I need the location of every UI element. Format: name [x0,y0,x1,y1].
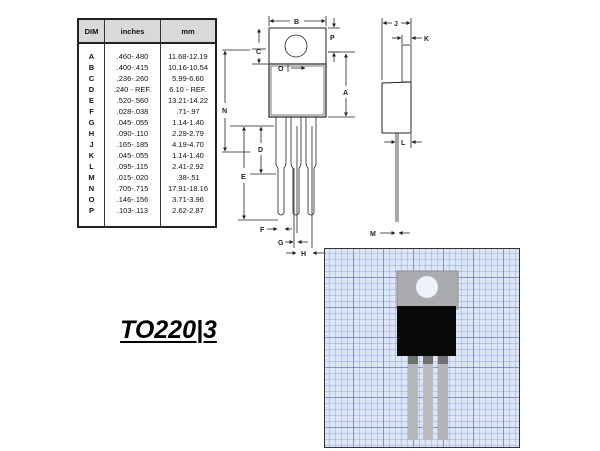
cell-dim: O [88,195,95,204]
cell-dim: P [88,206,94,215]
svg-text:G: G [278,240,284,247]
svg-text:F: F [260,227,265,234]
inches-column: .460-.480 .400-.415 .236-.260 .240 - REF. .5… [105,44,161,228]
cell-mm: 2.62-2.87 [172,206,204,215]
svg-text:L: L [401,140,406,147]
cell-inches: .520-.560 [116,96,149,105]
cell-mm: .38-.51 [176,173,200,182]
component-photo [324,248,520,448]
cell-inches: .045-.055 [116,151,149,160]
cell-mm: 10.16-10.54 [167,63,209,72]
header-inches: inches [105,20,161,42]
cell-dim: N [88,184,95,193]
header-mm: mm [181,26,195,36]
cell-inches: .165-.185 [116,140,149,149]
package-title: TO220|3 [120,316,217,344]
cell-mm: 2.41-2.92 [172,162,204,171]
svg-text:K: K [424,36,429,43]
cell-dim: G [88,118,95,127]
cell-inches: .090-.110 [116,129,149,138]
svg-text:D: D [258,147,263,154]
cell-inches: .400-.415 [116,63,149,72]
cell-inches: .240 - REF. [113,85,152,94]
svg-text:B: B [294,19,299,26]
cell-dim: A [88,52,95,61]
cell-dim: K [88,151,95,160]
svg-text:P: P [330,35,335,42]
side-view: J K L M [370,18,429,238]
header-dim: DIM [79,20,105,42]
svg-text:C: C [256,49,261,56]
cell-mm: .71-.97 [176,107,200,116]
svg-text:H: H [301,251,306,258]
cell-dim: C [88,74,95,83]
cell-inches: .460-.480 [116,52,149,61]
svg-text:A: A [343,90,348,97]
svg-text:N: N [222,108,227,115]
cell-inches: .028-.038 [116,107,149,116]
cell-mm: 3.71-3.96 [172,195,204,204]
cell-dim: E [88,96,94,105]
svg-text:M: M [370,231,376,238]
cell-dim: H [88,129,95,138]
cell-dim: B [88,63,95,72]
cell-mm: 11.68-12.19 [168,52,208,61]
cell-mm: 4.19-4.70 [172,140,204,149]
cell-mm: 6.10 - REF. [169,85,207,94]
table-header: DIM inches mm [79,20,215,44]
mm-column: 11.68-12.19 10.16-10.54 5.99-6.60 6.10 - RE… [161,44,215,228]
cell-dim: J [89,140,94,149]
svg-text:J: J [394,21,398,28]
cell-dim: M [88,173,95,182]
cell-dim: F [89,107,94,116]
cell-inches: .146-.156 [116,195,149,204]
svg-text:O: O [278,66,284,73]
cell-dim: L [89,162,94,171]
cell-dim: D [88,85,95,94]
cell-inches: .015-.020 [116,173,149,182]
cell-inches: .236-.260 [116,74,149,83]
cell-inches: .095-.115 [116,162,149,171]
cell-mm: 13.21-14.22 [167,96,209,105]
mechanical-drawing: B P C O A N D E [220,8,460,258]
front-view: B P C O A N D E [222,16,355,258]
cell-inches: .705-.715 [116,184,149,193]
svg-text:E: E [241,174,246,181]
cell-mm: 2.29-2.79 [172,129,204,138]
transistor-photo [396,270,459,440]
cell-mm: 1.14-1.40 [172,118,204,127]
cell-mm: 1.14-1.40 [172,151,204,160]
cell-mm: 5.99-6.60 [172,74,204,83]
cell-inches: .045-.055 [116,118,149,127]
cell-inches: .103-.113 [116,206,149,215]
cell-mm: 17.91-18.16 [167,184,209,193]
